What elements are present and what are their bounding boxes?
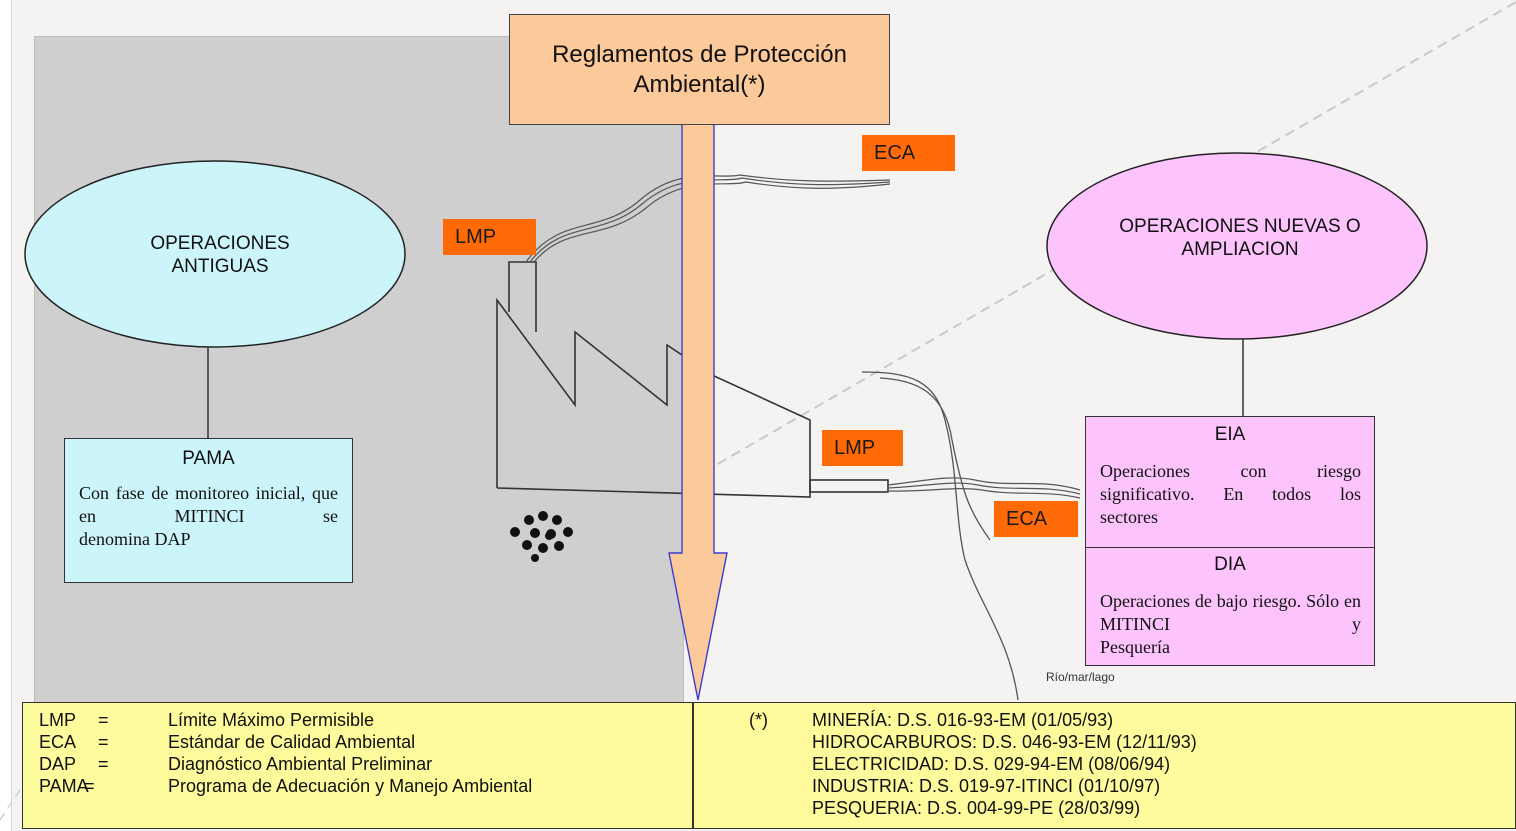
eca-water-tag: ECA	[994, 501, 1078, 537]
legend-box: LMP ECA DAP PAMA = = = = Límite Máximo P…	[22, 702, 1516, 829]
lmp-emission-tag: LMP	[443, 219, 536, 255]
legend-meaning: Programa de Adecuación y Manejo Ambienta…	[168, 776, 533, 796]
water-body-label: Río/mar/lago	[1046, 670, 1115, 684]
regulation-item: PESQUERIA: D.S. 004-99-PE (28/03/99)	[812, 798, 1141, 818]
river	[861, 371, 1019, 701]
effluent-discharge	[887, 477, 1081, 499]
legend-abbr-col: LMP ECA DAP PAMA	[39, 709, 89, 797]
legend-sep-col: = = = =	[84, 709, 109, 797]
eia-section: EIA Operaciones con riesgo significativo…	[1086, 417, 1374, 548]
regulations-title: Reglamentos de Protección Ambiental(*)	[552, 40, 847, 98]
old-operations-ellipse	[24, 160, 406, 348]
dia-section: DIA Operaciones de bajo riesgo. Sólo en …	[1086, 547, 1374, 665]
legend-sep: =	[98, 732, 109, 752]
regulation-item: MINERÍA: D.S. 016-93-EM (01/05/93)	[812, 710, 1114, 730]
eia-dia-box: EIA Operaciones con riesgo significativo…	[1085, 416, 1375, 666]
legend-abbr: PAMA	[39, 776, 89, 796]
old-operations-label: OPERACIONES ANTIGUAS	[150, 233, 290, 277]
old-operations-label-wrap: OPERACIONES ANTIGUAS	[110, 225, 330, 285]
new-operations-label-wrap: OPERACIONES NUEVAS O AMPLIACION	[1095, 208, 1385, 268]
legend-regulations: MINERÍA: D.S. 016-93-EM (01/05/93) HIDRO…	[812, 709, 1197, 819]
pama-description-text: Con fase de monitoreo inicial, que en MI…	[79, 483, 338, 526]
factory-icon	[496, 261, 889, 498]
legend-abbr: DAP	[39, 754, 77, 774]
legend-sep: =	[98, 754, 109, 774]
new-operations-label: OPERACIONES NUEVAS O AMPLIACION	[1119, 216, 1361, 260]
legend-note-marker: (*)	[749, 710, 768, 730]
legend-meaning: Estándar de Calidad Ambiental	[168, 732, 416, 752]
legend-sep: =	[98, 710, 109, 730]
dia-title: DIA	[1214, 554, 1246, 575]
legend-meaning: Límite Máximo Permisible	[168, 710, 375, 730]
eia-title: EIA	[1214, 424, 1246, 445]
dia-description-last: Pesquería	[1100, 637, 1170, 657]
lmp-emission-label: LMP	[455, 225, 497, 248]
eca-water-label: ECA	[1006, 507, 1048, 530]
eca-air-label: ECA	[874, 141, 916, 164]
regulations-title-box: Reglamentos de Protección Ambiental(*)	[509, 14, 890, 125]
new-operations-ellipse	[1046, 152, 1428, 340]
pama-description: Con fase de monitoreo inicial, que en MI…	[79, 482, 338, 551]
left-margin-strip	[0, 0, 12, 831]
dia-description: Operaciones de bajo riesgo. Sólo en MITI…	[1100, 590, 1361, 659]
eia-description: Operaciones con riesgo significativo. En…	[1100, 460, 1361, 529]
lmp-effluent-label: LMP	[834, 436, 876, 459]
legend-sep: =	[84, 776, 95, 796]
regulation-item: HIDROCARBUROS: D.S. 046-93-EM (12/11/93)	[812, 732, 1197, 752]
pama-title: PAMA	[182, 448, 235, 469]
eca-air-tag: ECA	[862, 135, 955, 171]
dia-description-text: Operaciones de bajo riesgo. Sólo en MITI…	[1100, 591, 1361, 634]
legend-abbr: LMP	[39, 710, 77, 730]
regulation-item: ELECTRICIDAD: D.S. 029-94-EM (08/06/94)	[812, 754, 1171, 774]
legend-meaning-col: Límite Máximo Permisible Estándar de Cal…	[168, 709, 532, 797]
legend-divider	[692, 703, 694, 828]
pama-box: PAMA Con fase de monitoreo inicial, que …	[64, 438, 353, 583]
regulation-item: INDUSTRIA: D.S. 019-97-ITINCI (01/10/97)	[812, 776, 1161, 796]
legend-meaning: Diagnóstico Ambiental Preliminar	[168, 754, 433, 774]
lmp-effluent-tag: LMP	[822, 430, 903, 466]
regulation-arrow	[668, 113, 728, 701]
eia-description-text: Operaciones con riesgo significativo. En…	[1100, 461, 1361, 504]
eia-description-last: sectores	[1100, 507, 1158, 527]
pama-description-last: denomina DAP	[79, 529, 191, 549]
particles-icon	[510, 511, 573, 562]
legend-abbr: ECA	[39, 732, 77, 752]
